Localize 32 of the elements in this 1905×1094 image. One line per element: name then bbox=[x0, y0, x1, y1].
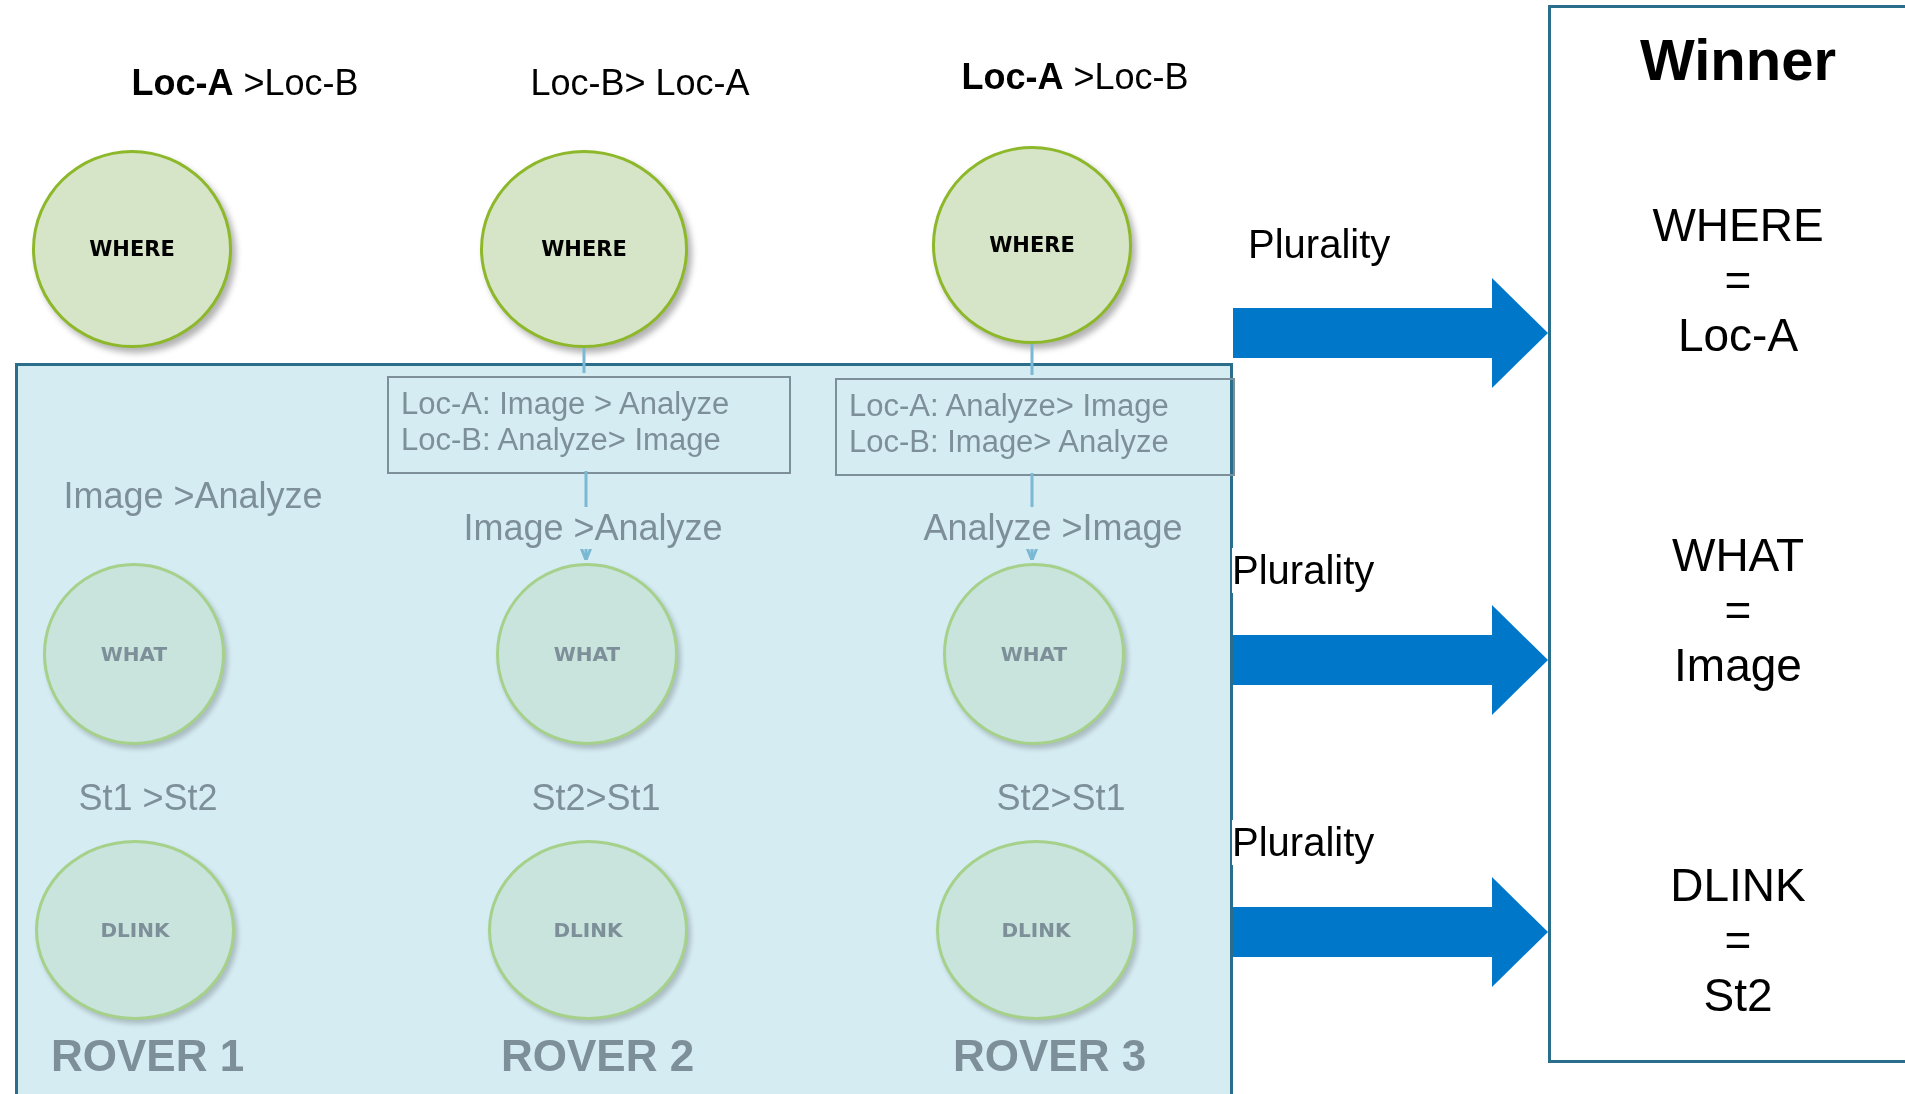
rover-label: ROVER 3 bbox=[953, 1031, 1147, 1081]
node-label: WHERE bbox=[89, 237, 175, 261]
result-text: DLINK = St2 bbox=[1669, 858, 1807, 1024]
edge-label: Plurality bbox=[1232, 548, 1375, 593]
result-text: WHERE = Loc-A bbox=[1651, 198, 1825, 364]
arrow bbox=[1233, 877, 1548, 987]
connector-line bbox=[1030, 344, 1034, 375]
node-label: WHERE bbox=[989, 233, 1075, 257]
node-label: DLINK bbox=[100, 918, 170, 942]
node-label: WHAT bbox=[100, 642, 168, 666]
result-box bbox=[1548, 5, 1905, 1063]
node-label: DLINK bbox=[1001, 918, 1071, 942]
result-heading: Winner bbox=[1638, 26, 1837, 93]
arrow bbox=[1233, 605, 1548, 715]
condition-text: Loc-A: Image > Analyze Loc-B: Analyze> Image bbox=[401, 386, 731, 458]
condition-text: Loc-A: Analyze> Image Loc-B: Image> Analyze bbox=[849, 388, 1170, 460]
ranking-label: Loc-B> Loc-A bbox=[529, 62, 751, 104]
rover-panel bbox=[15, 363, 1233, 1094]
rover-label: ROVER 2 bbox=[501, 1031, 695, 1081]
result-text: WHAT = Image bbox=[1671, 528, 1805, 694]
connector-line bbox=[582, 348, 586, 373]
node-label: WHAT bbox=[553, 642, 621, 666]
condition-box bbox=[835, 378, 1235, 476]
ranking-label: Loc-A >Loc-B bbox=[130, 62, 360, 104]
node-label: WHERE bbox=[541, 237, 627, 261]
arrow bbox=[1233, 278, 1548, 388]
node-label: WHAT bbox=[1000, 642, 1068, 666]
rover-label: ROVER 1 bbox=[51, 1031, 245, 1081]
edge-label: Plurality bbox=[1232, 820, 1375, 865]
ranking-label: Loc-A >Loc-B bbox=[960, 56, 1190, 98]
condition-box bbox=[387, 376, 791, 474]
node-label: DLINK bbox=[553, 918, 623, 942]
